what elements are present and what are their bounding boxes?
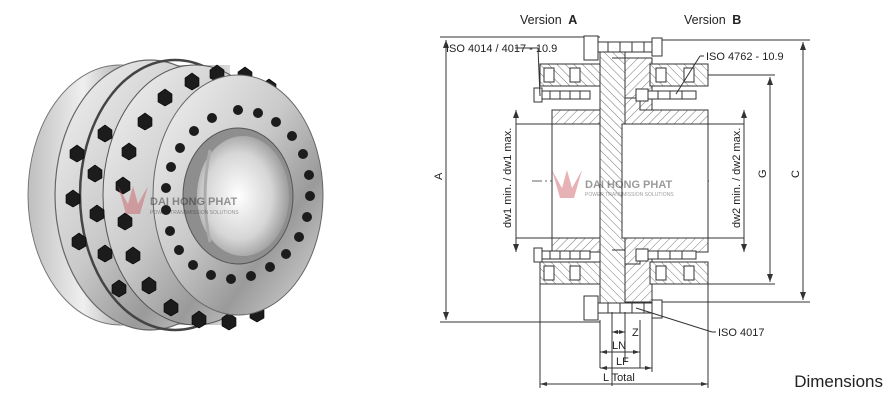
watermark-brand-right: DAI HONG PHAT [585, 179, 672, 191]
dimension-dw2-label: dw2 min. / dw2 max. [731, 128, 743, 228]
dimension-ltotal-label: L Total [603, 372, 635, 384]
bolt-standard-bottom-label: ISO 4017 [718, 327, 764, 339]
dimension-a-label: A [433, 172, 445, 180]
section-left-hub [533, 63, 613, 285]
dimension-ln-label: LN [612, 340, 626, 352]
version-a-letter: A [568, 13, 577, 27]
watermark-left: DAI HONG PHAT POWER TRANSMISSION SOLUTIO… [118, 186, 239, 216]
dimension-c-label: C [790, 170, 802, 178]
bolt-standard-b-label: ISO 4762 - 10.9 [706, 51, 784, 63]
dimension-dw1-label: dw1 min. / dw1 max. [502, 128, 514, 228]
technical-drawing: Version A Version B A C G [433, 13, 810, 388]
version-b-label: Version [684, 13, 726, 27]
dimension-z-label: Z [632, 327, 639, 339]
dimension-g-label: G [757, 169, 769, 178]
watermark-brand-left: DAI HONG PHAT [150, 196, 237, 208]
watermark-tagline-right: POWER TRANSMISSION SOLUTIONS [585, 192, 674, 198]
inner-bolt-ring [161, 105, 315, 284]
section-right-hub [621, 63, 709, 285]
outer-bolt-ring [65, 64, 277, 331]
svg-text:Version B: Version B [684, 13, 741, 27]
dimensions-caption: Dimensions [794, 372, 883, 391]
version-b-letter: B [732, 13, 741, 27]
dimension-lf-label: LF [616, 356, 629, 368]
svg-text:Version A: Version A [520, 13, 577, 27]
watermark-right: DAI HONG PHAT POWER TRANSMISSION SOLUTIO… [552, 170, 674, 198]
version-a-label: Version [520, 13, 562, 27]
bolt-standard-a-label: ISO 4014 / 4017 - 10.9 [446, 43, 557, 55]
watermark-tagline-left: POWER TRANSMISSION SOLUTIONS [150, 210, 239, 216]
coupling-3d-illustration [27, 58, 324, 332]
